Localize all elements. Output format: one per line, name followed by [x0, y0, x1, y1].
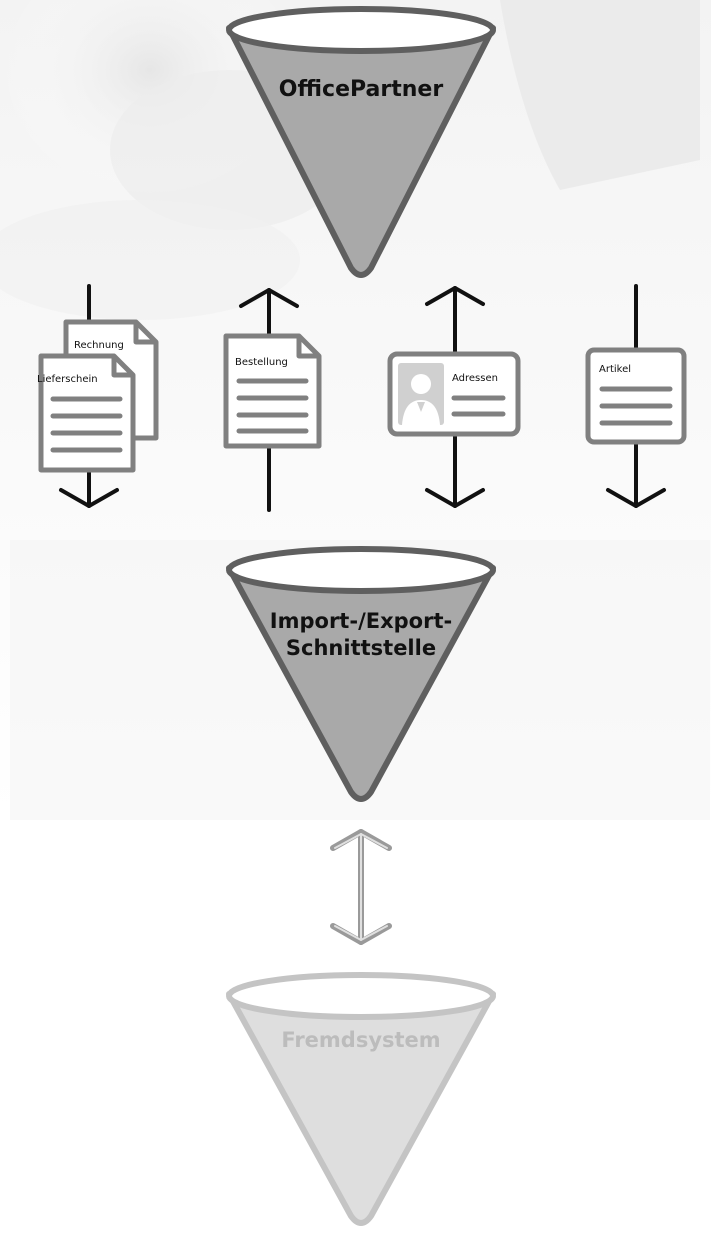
funnel-rim: [226, 972, 496, 1020]
funnel-label-officepartner: OfficePartner: [279, 77, 444, 102]
funnel-rim: [226, 6, 496, 54]
funnel-cone: [226, 25, 496, 278]
doc-label-adressen: Adressen: [452, 373, 498, 384]
doc-label-bestellung: Bestellung: [235, 357, 288, 368]
funnel-label-line1: Import-/Export-: [270, 609, 452, 633]
doc-adressen: Adressen: [387, 351, 521, 437]
funnel-label-line2: Schnittstelle: [286, 636, 436, 660]
person-icon: [398, 363, 444, 425]
doc-label-artikel: Artikel: [599, 364, 631, 375]
funnel-fremdsystem: Fremdsystem: [226, 972, 496, 1226]
funnel-rim: [226, 546, 496, 594]
doc-artikel: Artikel: [585, 347, 687, 445]
funnel-label-fremdsystem: Fremdsystem: [281, 1028, 440, 1052]
doc-lieferschein: Lieferschein: [37, 353, 136, 473]
funnel-officepartner: OfficePartner: [226, 6, 496, 278]
arrow-both-fremdsystem: [330, 829, 392, 945]
funnel-cone: [226, 991, 496, 1226]
doc-bestellung: Bestellung: [223, 333, 322, 449]
funnel-schnittstelle: Import-/Export- Schnittstelle: [226, 546, 496, 802]
doc-label-lieferschein: Lieferschein: [37, 374, 98, 385]
doc-label-rechnung: Rechnung: [74, 340, 124, 351]
funnel-cone: [226, 565, 496, 802]
